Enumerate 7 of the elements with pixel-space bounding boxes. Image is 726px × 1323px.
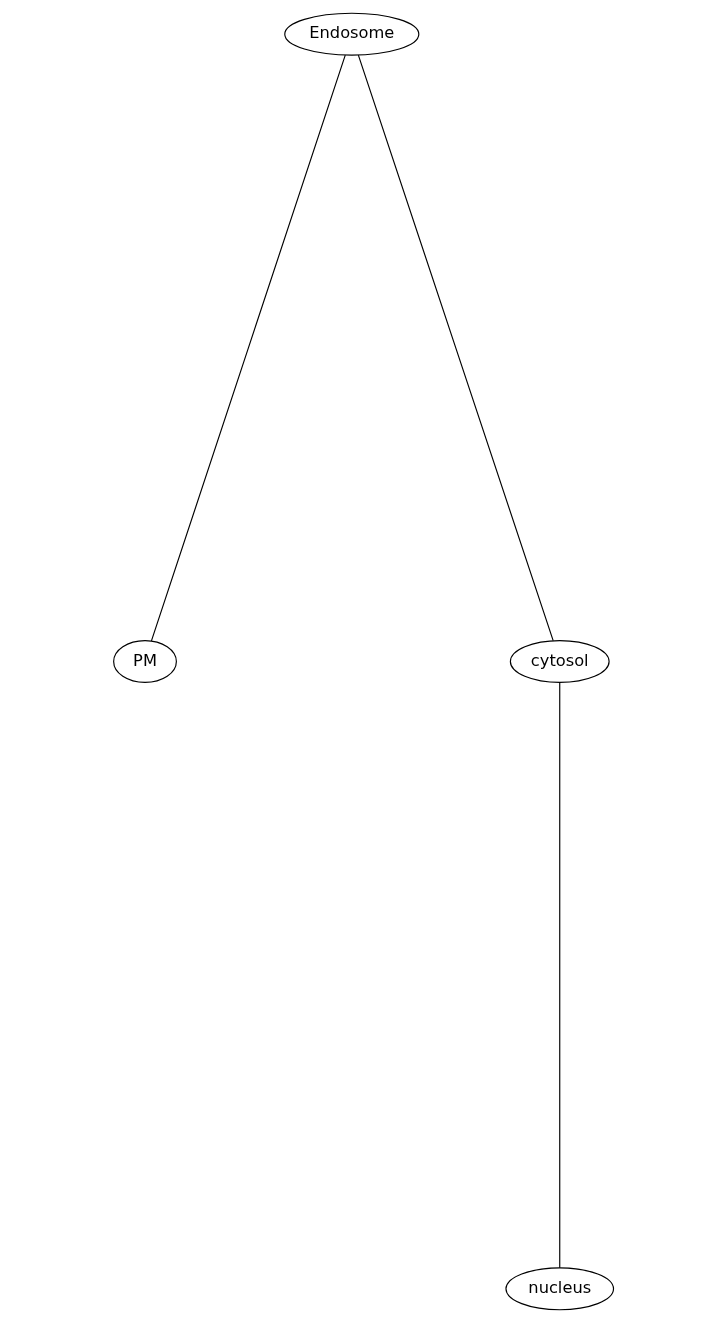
node-ellipse: Endosome [283, 12, 419, 56]
connector [558, 682, 560, 1269]
connector [150, 54, 346, 642]
node-ellipse: PM [112, 640, 177, 683]
connector [357, 54, 554, 642]
node-ellipse: nucleus [504, 1267, 614, 1311]
node-ellipse: cytosol [509, 640, 610, 683]
